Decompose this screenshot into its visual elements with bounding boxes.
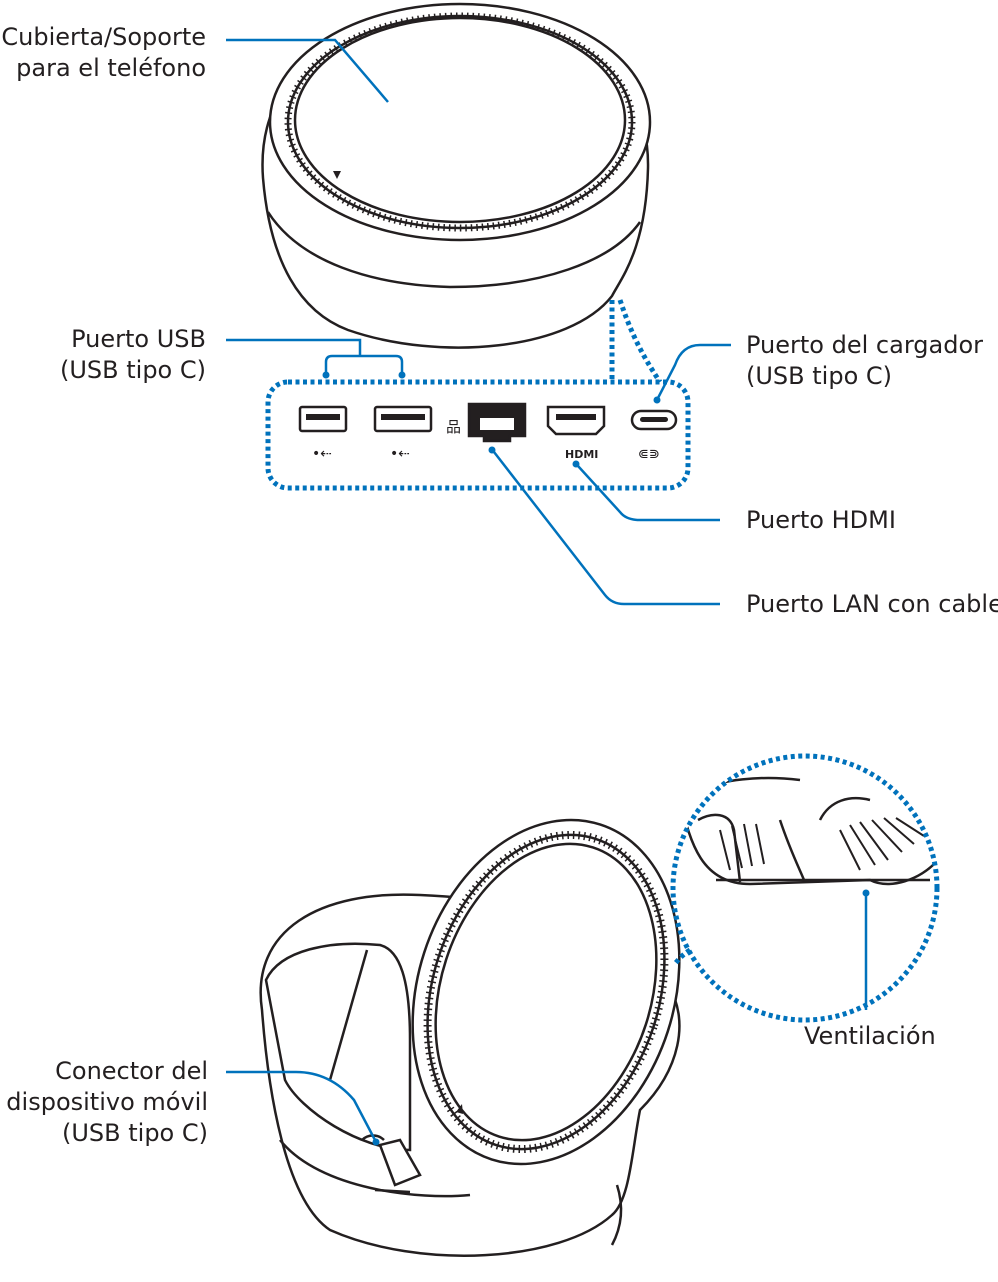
- leader-hdmi-port: [577, 465, 720, 522]
- label-line: Puerto USB: [71, 325, 206, 353]
- label-line: Ventilación: [804, 1022, 936, 1050]
- leader-mobile-connector: [226, 1070, 377, 1141]
- label-line: Puerto del cargador: [746, 331, 983, 359]
- label-line: Cubierta/Soporte: [1, 23, 206, 51]
- label-line: Puerto HDMI: [746, 506, 896, 534]
- usb-symbol-icon: •⇠: [390, 446, 410, 462]
- label-line: dispositivo móvil: [6, 1088, 208, 1116]
- leader-usb-port: [226, 338, 404, 372]
- label-line: (USB tipo C): [746, 362, 893, 390]
- label-mobile-connector: Conector del dispositivo móvil (USB tipo…: [6, 1056, 208, 1149]
- leader-charger-port: [656, 343, 731, 399]
- hdmi-mark: HDMI: [565, 448, 598, 461]
- leader-lan-port: [493, 451, 720, 606]
- dock-open-illustration: [259, 818, 681, 1257]
- leader-cover-support: [226, 38, 389, 103]
- label-line: Puerto LAN con cable: [746, 590, 998, 618]
- label-line: Conector del: [55, 1057, 208, 1085]
- label-line: (USB tipo C): [61, 1119, 208, 1147]
- label-usb-port: Puerto USB (USB tipo C): [60, 324, 206, 386]
- hdmi-port: [546, 405, 606, 436]
- label-lan-port: Puerto LAN con cable: [746, 589, 998, 620]
- usb-symbol-icon: •⇠: [312, 446, 332, 462]
- label-cover-support: Cubierta/Soporte para el teléfono: [1, 22, 206, 84]
- leader-lines: [226, 38, 870, 1146]
- ventilation-zoom: [670, 753, 940, 1023]
- dock-closed-illustration: [261, 2, 652, 349]
- label-ventilation: Ventilación: [804, 1021, 936, 1052]
- charging-symbol-icon: ⋐⋑: [638, 447, 660, 462]
- label-hdmi-port: Puerto HDMI: [746, 505, 896, 536]
- label-line: para el teléfono: [16, 54, 206, 82]
- label-charger-port: Puerto del cargador (USB tipo C): [746, 330, 983, 392]
- label-line: (USB tipo C): [59, 356, 206, 384]
- network-icon: 品: [446, 418, 461, 436]
- port-panel: •⇠ •⇠ 品 HDMI ⋐⋑: [265, 299, 691, 491]
